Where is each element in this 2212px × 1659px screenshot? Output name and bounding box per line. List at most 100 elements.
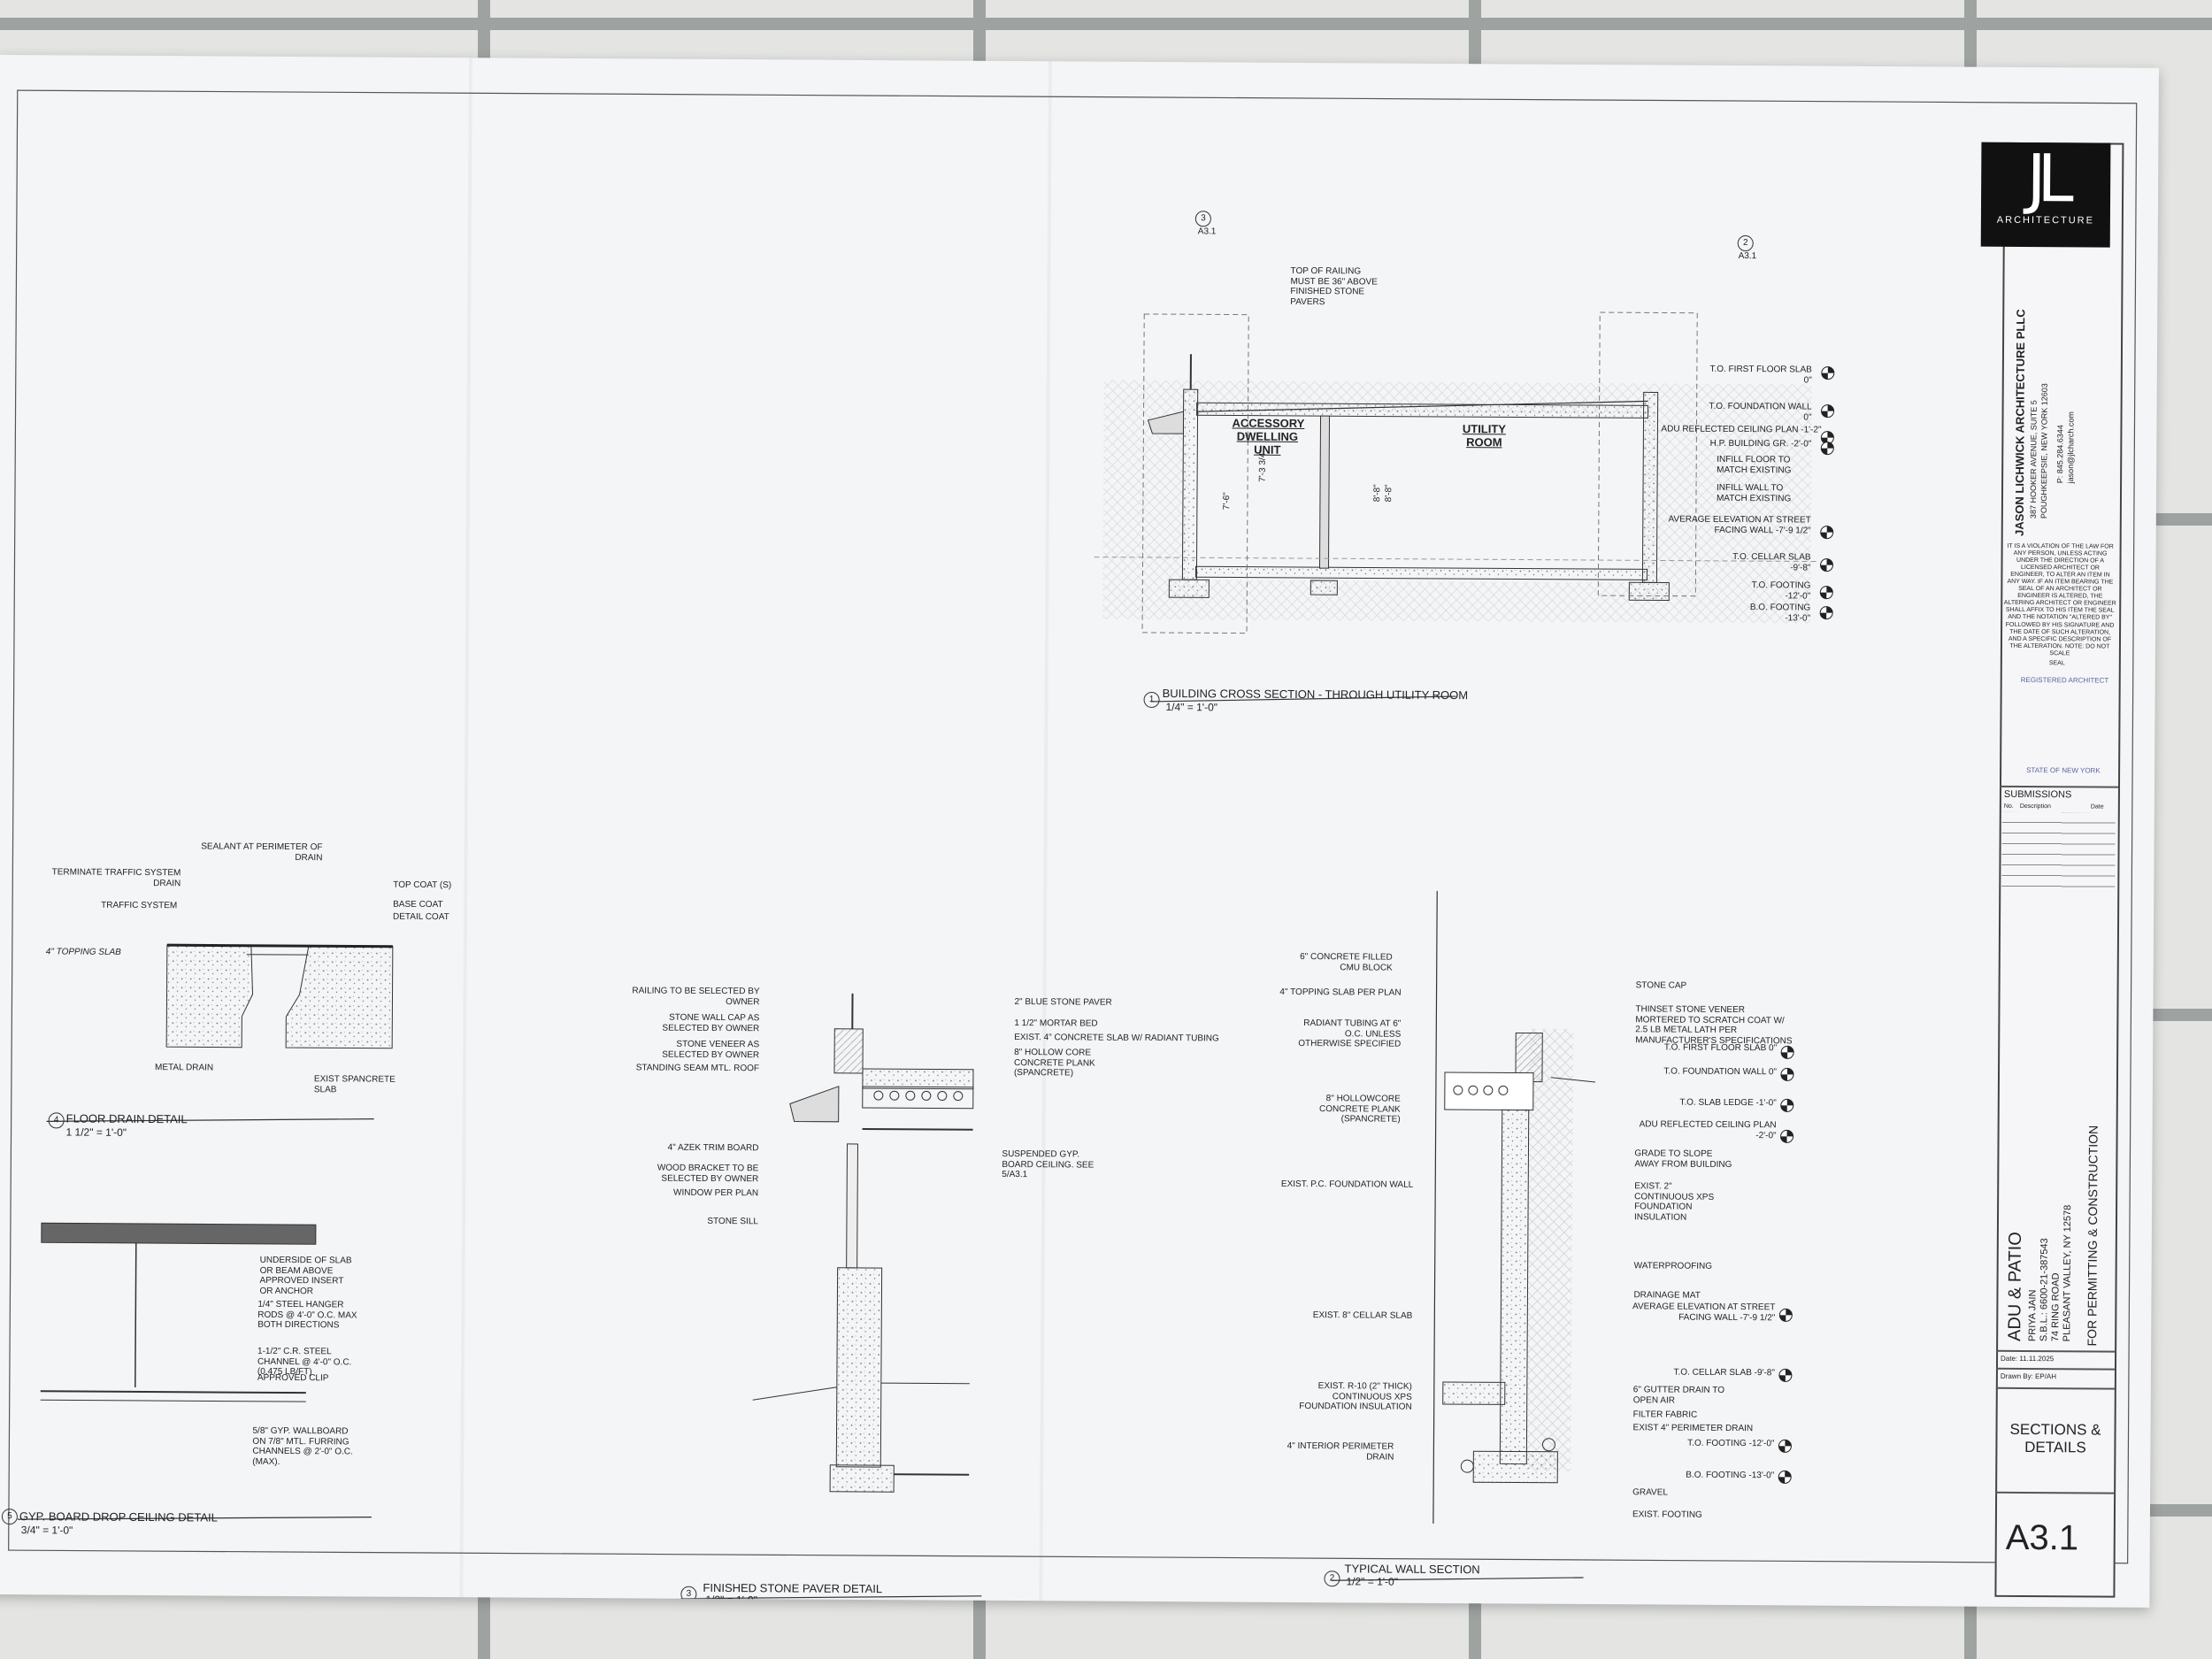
callout-label: 1/4" STEEL HANGER RODS @ 4'-0" O.C. MAX …: [257, 1299, 357, 1331]
firm-phone: P: 845.284.6344: [2055, 425, 2065, 484]
project-sbl: S.B.L.: 6600-21-387543: [2039, 1238, 2050, 1342]
callout-label: STONE CAP: [1635, 980, 1687, 991]
drawing-linework: [8, 89, 2138, 1600]
callout-label: EXIST. P.C. FOUNDATION WALL: [1280, 1179, 1414, 1190]
dimension: 8'-8": [1384, 484, 1394, 503]
sheet-number: A3.1: [2005, 1517, 2079, 1558]
elevation-label: T.O. FOUNDATION WALL 0": [1663, 1066, 1778, 1078]
callout-label: TOP COAT (S): [393, 879, 452, 891]
project-name: ADU & PATIO: [2005, 1232, 2025, 1342]
callout-label: UNDERSIDE OF SLAB OR BEAM ABOVE: [259, 1255, 352, 1276]
callout-label: 6" CONCRETE FILLED CMU BLOCK: [1300, 951, 1393, 973]
callout-label: 4" TOPPING SLAB: [45, 947, 121, 957]
callout-label: GRAVEL: [1632, 1487, 1668, 1498]
drawing-title-1: BUILDING CROSS SECTION - THROUGH UTILITY…: [1162, 687, 1469, 703]
callout-label: METAL DRAIN: [154, 1063, 214, 1073]
project-purpose: FOR PERMITTING & CONSTRUCTION: [2085, 1125, 2101, 1347]
dimension: 7'-3 3/4": [1257, 449, 1268, 482]
seal-bottom-text: STATE OF NEW YORK: [2026, 766, 2101, 775]
infill-wall-note: INFILL WALL TO MATCH EXISTING: [1716, 482, 1792, 503]
elevation-label: T.O. FOOTING-12'-0": [1751, 580, 1811, 602]
callout-label: EXIST. R-10 (2" THICK) CONTINUOUS XPS FO…: [1299, 1381, 1412, 1412]
elevation-label: AVERAGE ELEVATION AT STREET FACING WALL …: [1668, 514, 1811, 536]
callout-label: 8" HOLLOW CORE CONCRETE PLANK (SPANCRETE…: [1013, 1048, 1095, 1079]
project-road: 74 RING ROAD: [2050, 1272, 2062, 1342]
callout-label: EXIST 4" PERIMETER DRAIN: [1632, 1423, 1754, 1434]
submissions-table: [2001, 811, 2116, 893]
callout-label: STONE SILL: [707, 1216, 758, 1227]
elevation-markers-wall: [1778, 1045, 1794, 1484]
callout-label: SUSPENDED GYP. BOARD CEILING. SEE 5/A3.1: [1002, 1148, 1094, 1180]
callout-label: WOOD BRACKET TO BE SELECTED BY OWNER: [657, 1163, 759, 1184]
drawing-number-2: 2: [1324, 1571, 1340, 1587]
callout-label: 6" GUTTER DRAIN TO OPEN AIR: [1632, 1385, 1725, 1406]
callout-label: 4" AZEK TRIM BOARD: [667, 1142, 759, 1154]
callout-label: THINSET STONE VENEER MORTERED TO SCRATCH…: [1635, 1004, 1793, 1046]
callout-label: 5/8" GYP. WALLBOARD ON 7/8" MTL. FURRING…: [252, 1425, 353, 1467]
callout-label: RADIANT TUBING AT 6" O.C. UNLESS OTHERWI…: [1298, 1018, 1402, 1049]
callout-label: EXIST. FOOTING: [1632, 1509, 1702, 1520]
submissions-col-no: No.: [2003, 803, 2014, 810]
section-callout-a[interactable]: 3: [1194, 211, 1211, 227]
drawing-scale-1: 1/4" = 1'-0": [1165, 701, 1218, 714]
callout-label: DRAINAGE MAT: [1633, 1290, 1701, 1301]
submissions-col-date: Date: [2090, 803, 2104, 810]
elevation-label: T.O. SLAB LEDGE -1'-0": [1679, 1097, 1777, 1109]
callout-label: TERMINATE TRAFFIC SYSTEM DRAIN: [51, 867, 181, 888]
drawn-by: Drawn By: EP/AH: [2000, 1371, 2057, 1381]
callout-label: 8" HOLLOWCORE CONCRETE PLANK (SPANCRETE): [1319, 1094, 1401, 1125]
seal-label: SEAL: [2048, 660, 2065, 667]
railing-note: TOP OF RAILING MUST BE 36" ABOVE FINISHE…: [1290, 265, 1378, 307]
elevation-label: H.P. BUILDING GR. -2'-0": [1709, 438, 1812, 449]
callout-label: 1 1/2" MORTAR BED: [1014, 1018, 1098, 1029]
drawing-title-4: FLOOR DRAIN DETAIL: [65, 1111, 188, 1126]
project-city: PLEASANT VALLEY, NY 12578: [2062, 1204, 2074, 1342]
infill-floor-note: INFILL FLOOR TO MATCH EXISTING: [1717, 454, 1792, 475]
drawing-scale-5: 3/4" = 1'-0": [20, 1524, 73, 1537]
drawing-title-5: GYP. BOARD DROP CEILING DETAIL: [19, 1509, 218, 1525]
firm-logo: JL ARCHITECTURE: [1980, 141, 2111, 248]
drawing-number-5: 5: [1, 1509, 18, 1525]
drawing-scale-2: 1/2" = 1'-0": [1346, 1575, 1399, 1588]
drawing-sheet: 3 A3.1 2 A3.1 TOP OF RAILING MUST BE 36"…: [0, 55, 2159, 1608]
legal-notice: IT IS A VIOLATION OF THE LAW FOR ANY PER…: [2003, 542, 2116, 657]
project-client: PRIYA JAIN: [2027, 1289, 2039, 1342]
drop-ceiling-linework: [17, 1222, 372, 1520]
callout-label: EXIST SPANCRETE SLAB: [313, 1074, 396, 1094]
cross-section-linework: [1094, 311, 1820, 634]
callout-label: RAILING TO BE SELECTED BY OWNER: [632, 986, 760, 1007]
callout-label: TRAFFIC SYSTEM: [101, 900, 178, 911]
submissions-col-desc: Description: [2019, 803, 2051, 810]
section-callout-a-sheet: A3.1: [1197, 227, 1217, 237]
drawing-scale-4: 1 1/2" = 1'-0": [65, 1125, 127, 1139]
section-callout-b[interactable]: 2: [1737, 234, 1754, 252]
firm-email: jason@jlcharch.com: [2066, 411, 2076, 484]
callout-label: 4" INTERIOR PERIMETER DRAIN: [1286, 1440, 1394, 1463]
section-callout-b-sheet: A3.1: [1738, 251, 1757, 262]
callout-label: EXIST. 2" CONTINUOUS XPS FOUNDATION INSU…: [1633, 1181, 1715, 1223]
callout-label: APPROVED CLIP: [257, 1372, 329, 1384]
drawing-number-1: 1: [1143, 691, 1160, 709]
callout-label: STANDING SEAM MTL. ROOF: [635, 1063, 760, 1074]
elevation-label: B.O. FOOTING-13'-0": [1749, 603, 1811, 624]
callout-label: APPROVED INSERT OR ANCHOR: [259, 1275, 344, 1296]
drawing-number-4: 4: [48, 1112, 65, 1129]
firm-name: JASON LICHWICK ARCHITECTURE PLLC: [2012, 309, 2028, 536]
dimension: 7'-6": [1222, 492, 1233, 511]
callout-label: SEALANT AT PERIMETER OF DRAIN: [201, 841, 323, 863]
callout-label: WATERPROOFING: [1633, 1261, 1713, 1271]
callout-label: BASE COAT: [393, 899, 443, 910]
sheet-title: SECTIONS & DETAILS: [2009, 1420, 2101, 1455]
elevation-label: ADU REFLECTED CEILING PLAN -1'-2": [1661, 424, 1822, 435]
callout-label: 2" BLUE STONE PAVER: [1014, 997, 1112, 1008]
callout-label: EXIST. 8" CELLAR SLAB: [1312, 1310, 1413, 1321]
floor-drain-linework: [46, 943, 394, 1122]
seal-top-text: REGISTERED ARCHITECT: [2020, 675, 2109, 685]
callout-label: DETAIL COAT: [393, 911, 449, 923]
elevation-label: T.O. CELLAR SLAB -9'-8": [1673, 1367, 1775, 1379]
wall-section-linework: [1331, 890, 1595, 1581]
paver-detail-linework: [680, 993, 982, 1600]
elevation-label: T.O. FOOTING -12'-0": [1687, 1438, 1775, 1449]
